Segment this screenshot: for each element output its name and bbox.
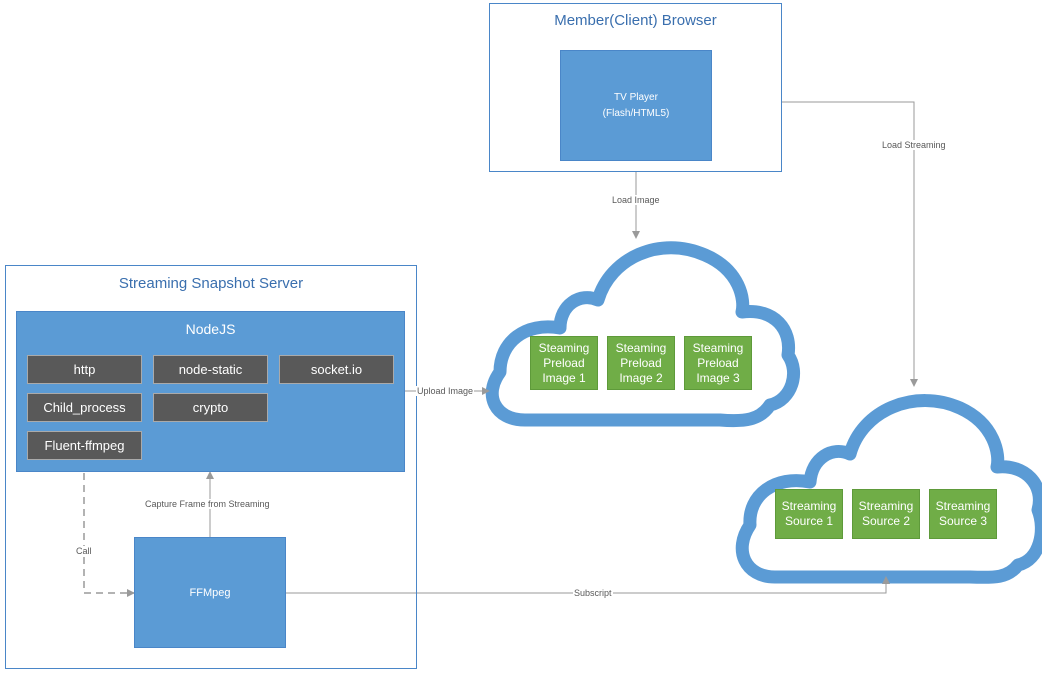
preload-image-3-line2: Preload [697, 355, 739, 370]
streaming-source-3[interactable]: Streaming Source 3 [929, 489, 997, 539]
preload-image-1-line1: Steaming [538, 340, 590, 355]
tv-player-box[interactable]: TV Player (Flash/HTML5) [560, 50, 712, 161]
module-node-static[interactable]: node-static [153, 355, 268, 384]
preload-image-1[interactable]: Steaming Preload Image 1 [530, 336, 598, 390]
streaming-source-1-line1: Streaming [781, 499, 837, 513]
module-socket-io[interactable]: socket.io [279, 355, 394, 384]
subscript-label: Subscript [573, 588, 613, 598]
streaming-source-2[interactable]: Streaming Source 2 [852, 489, 920, 539]
load-streaming-label: Load Streaming [881, 140, 947, 150]
load-image-label: Load Image [611, 195, 661, 205]
preload-image-2-line1: Steaming [615, 340, 667, 355]
tv-player-sublabel: (Flash/HTML5) [602, 107, 670, 119]
streaming-source-1[interactable]: Streaming Source 1 [775, 489, 843, 539]
preload-image-3-line3: Image 3 [696, 370, 740, 385]
module-crypto[interactable]: crypto [153, 393, 268, 422]
module-fluent-ffmpeg[interactable]: Fluent-ffmpeg [27, 431, 142, 460]
browser-title: Member(Client) Browser [554, 12, 717, 29]
streaming-source-2-line1: Streaming [858, 499, 914, 513]
ffmpeg-box[interactable]: FFMpeg [134, 537, 286, 648]
tv-player-label: TV Player [614, 91, 658, 103]
call-connector [83, 461, 135, 597]
preload-image-2[interactable]: Steaming Preload Image 2 [607, 336, 675, 390]
subscript-connector [286, 576, 890, 594]
module-child-process[interactable]: Child_process [27, 393, 142, 422]
call-label: Call [75, 546, 93, 556]
preload-image-3-line1: Steaming [692, 340, 744, 355]
upload-image-label: Upload Image [416, 386, 475, 396]
module-http[interactable]: http [27, 355, 142, 384]
preload-image-2-line2: Preload [620, 355, 662, 370]
server-title: Streaming Snapshot Server [118, 275, 304, 292]
streaming-source-3-line2: Source 3 [938, 514, 987, 528]
capture-frame-label: Capture Frame from Streaming [144, 499, 271, 509]
preload-image-2-line3: Image 2 [619, 370, 663, 385]
preload-image-1-line2: Preload [543, 355, 585, 370]
nodejs-box[interactable]: NodeJS [16, 311, 405, 472]
ffmpeg-label: FFMpeg [189, 586, 231, 599]
streaming-source-2-line2: Source 2 [861, 514, 910, 528]
preload-image-1-line3: Image 1 [542, 370, 586, 385]
streaming-source-3-line1: Streaming [935, 499, 991, 513]
nodejs-title: NodeJS [185, 321, 236, 337]
preload-image-3[interactable]: Steaming Preload Image 3 [684, 336, 752, 390]
snapshot-server-frame: Streaming Snapshot Server [5, 265, 417, 669]
preload-cloud-icon [485, 241, 801, 428]
streaming-source-1-line2: Source 1 [784, 514, 833, 528]
